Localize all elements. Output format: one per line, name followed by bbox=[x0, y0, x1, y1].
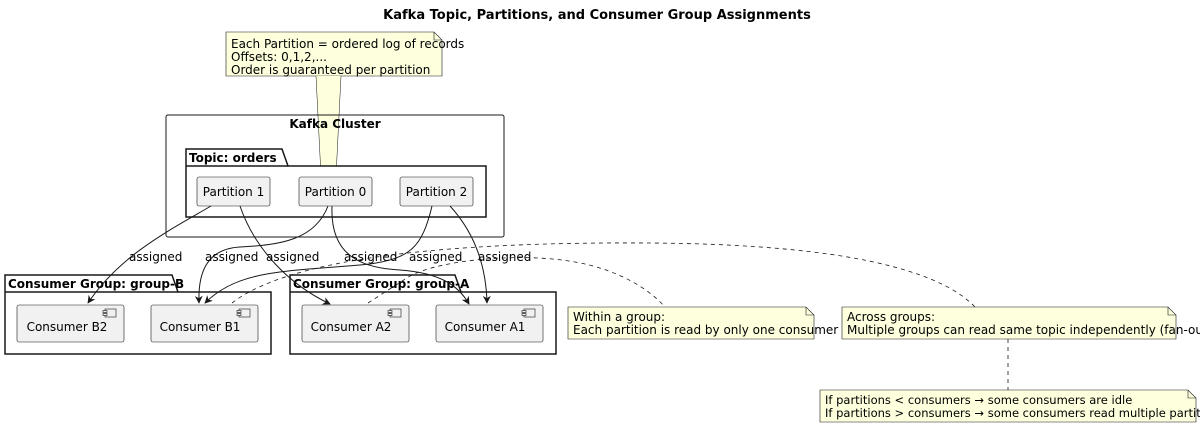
partition-2-label: Partition 2 bbox=[406, 185, 467, 199]
partition-0-label: Partition 0 bbox=[305, 185, 366, 199]
note-across-line-1: Across groups: bbox=[847, 310, 935, 324]
component-icon bbox=[236, 308, 251, 318]
note-within-line-1: Within a group: bbox=[573, 310, 665, 324]
link-across-note bbox=[231, 242, 976, 308]
edge-p0-a1 bbox=[331, 205, 470, 305]
edge-label-p0-a1: assigned bbox=[344, 250, 397, 264]
note-sizing: If partitions < consumers → some consume… bbox=[819, 389, 1200, 423]
note-partition: Each Partition = ordered log of records … bbox=[225, 31, 464, 77]
kafka-cluster: Kafka Cluster bbox=[165, 114, 505, 238]
edge-label-p2-b1: assigned bbox=[409, 250, 462, 264]
note-within-group: Within a group: Each partition is read b… bbox=[567, 306, 838, 340]
note-across-groups: Across groups: Multiple groups can read … bbox=[841, 306, 1200, 340]
consumer-b1-label: Consumer B1 bbox=[160, 320, 241, 334]
consumer-b2: Consumer B2 bbox=[16, 304, 125, 343]
edge-label-p1-b2: assigned bbox=[129, 250, 182, 264]
consumer-b2-label: Consumer B2 bbox=[27, 320, 108, 334]
partition-2: Partition 2 bbox=[399, 176, 474, 207]
note-partition-line-2: Offsets: 0,1,2,... bbox=[231, 50, 327, 64]
consumer-a2-label: Consumer A2 bbox=[311, 320, 392, 334]
edge-p1-a2 bbox=[239, 205, 331, 305]
cluster-label: Kafka Cluster bbox=[289, 117, 380, 131]
edge-label-p2-a1: assigned bbox=[478, 250, 531, 264]
edge-label-p1-a2: assigned bbox=[266, 250, 319, 264]
edge-p1-b2 bbox=[87, 205, 212, 304]
note-partition-line-3: Order is guaranteed per partition bbox=[231, 63, 430, 77]
component-icon bbox=[102, 308, 117, 318]
edge-p0-b1 bbox=[194, 205, 329, 304]
group-b-label: Consumer Group: group-B bbox=[8, 277, 184, 291]
partition-0: Partition 0 bbox=[298, 176, 373, 207]
note-sizing-line-1: If partitions < consumers → some consume… bbox=[825, 393, 1132, 407]
edge-p2-b1 bbox=[204, 205, 433, 304]
component-icon bbox=[387, 308, 402, 318]
edge-label-p0-b1: assigned bbox=[205, 250, 258, 264]
link-within-note bbox=[367, 257, 666, 308]
consumer-a1: Consumer A1 bbox=[435, 304, 544, 343]
edge-p2-a1 bbox=[449, 205, 491, 304]
note-partition-line-1: Each Partition = ordered log of records bbox=[231, 37, 464, 51]
component-icon bbox=[521, 308, 536, 318]
consumer-b1: Consumer B1 bbox=[150, 304, 259, 343]
topic-label: Topic: orders bbox=[189, 151, 277, 165]
partition-1-label: Partition 1 bbox=[203, 185, 264, 199]
note-across-line-2: Multiple groups can read same topic inde… bbox=[847, 323, 1200, 337]
consumer-a2: Consumer A2 bbox=[301, 304, 410, 343]
group-a-label: Consumer Group: group-A bbox=[293, 277, 470, 291]
note-sizing-line-2: If partitions > consumers → some consume… bbox=[825, 406, 1200, 420]
consumer-a1-label: Consumer A1 bbox=[445, 320, 526, 334]
diagram-title: Kafka Topic, Partitions, and Consumer Gr… bbox=[383, 8, 811, 23]
partition-1: Partition 1 bbox=[196, 176, 271, 207]
note-within-line-2: Each partition is read by only one consu… bbox=[573, 323, 838, 337]
